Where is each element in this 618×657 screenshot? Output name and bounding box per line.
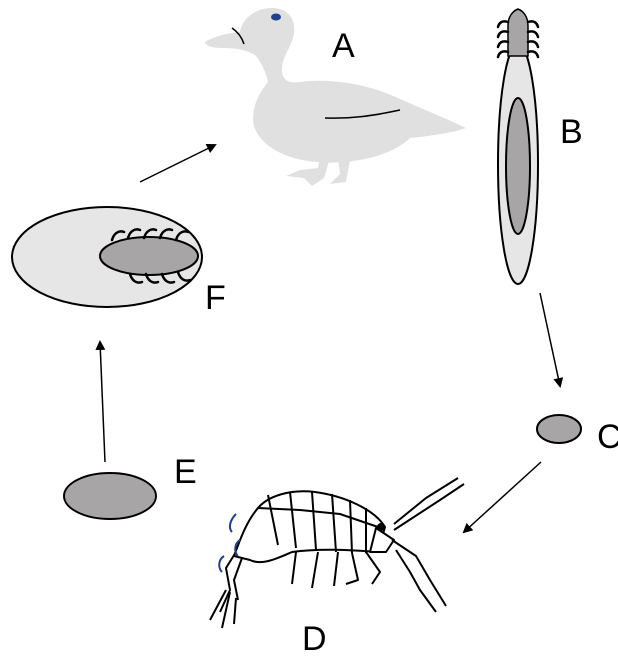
oval-egg-icon bbox=[64, 473, 156, 519]
label-f: F bbox=[205, 279, 226, 317]
label-b: B bbox=[560, 113, 583, 151]
arrow-b-to-c bbox=[540, 293, 560, 386]
arrow-f-to-a bbox=[140, 145, 215, 182]
amphipod-icon bbox=[210, 478, 464, 628]
small-egg-icon bbox=[537, 415, 581, 443]
elongated-larva-icon bbox=[498, 9, 538, 284]
arrow-c-to-d bbox=[464, 462, 541, 532]
arrow-e-to-f bbox=[100, 342, 105, 462]
label-e: E bbox=[174, 453, 197, 491]
label-c: C bbox=[597, 418, 618, 456]
label-a: A bbox=[332, 27, 355, 65]
encysted-larva-icon bbox=[12, 207, 202, 307]
label-d: D bbox=[302, 620, 327, 657]
